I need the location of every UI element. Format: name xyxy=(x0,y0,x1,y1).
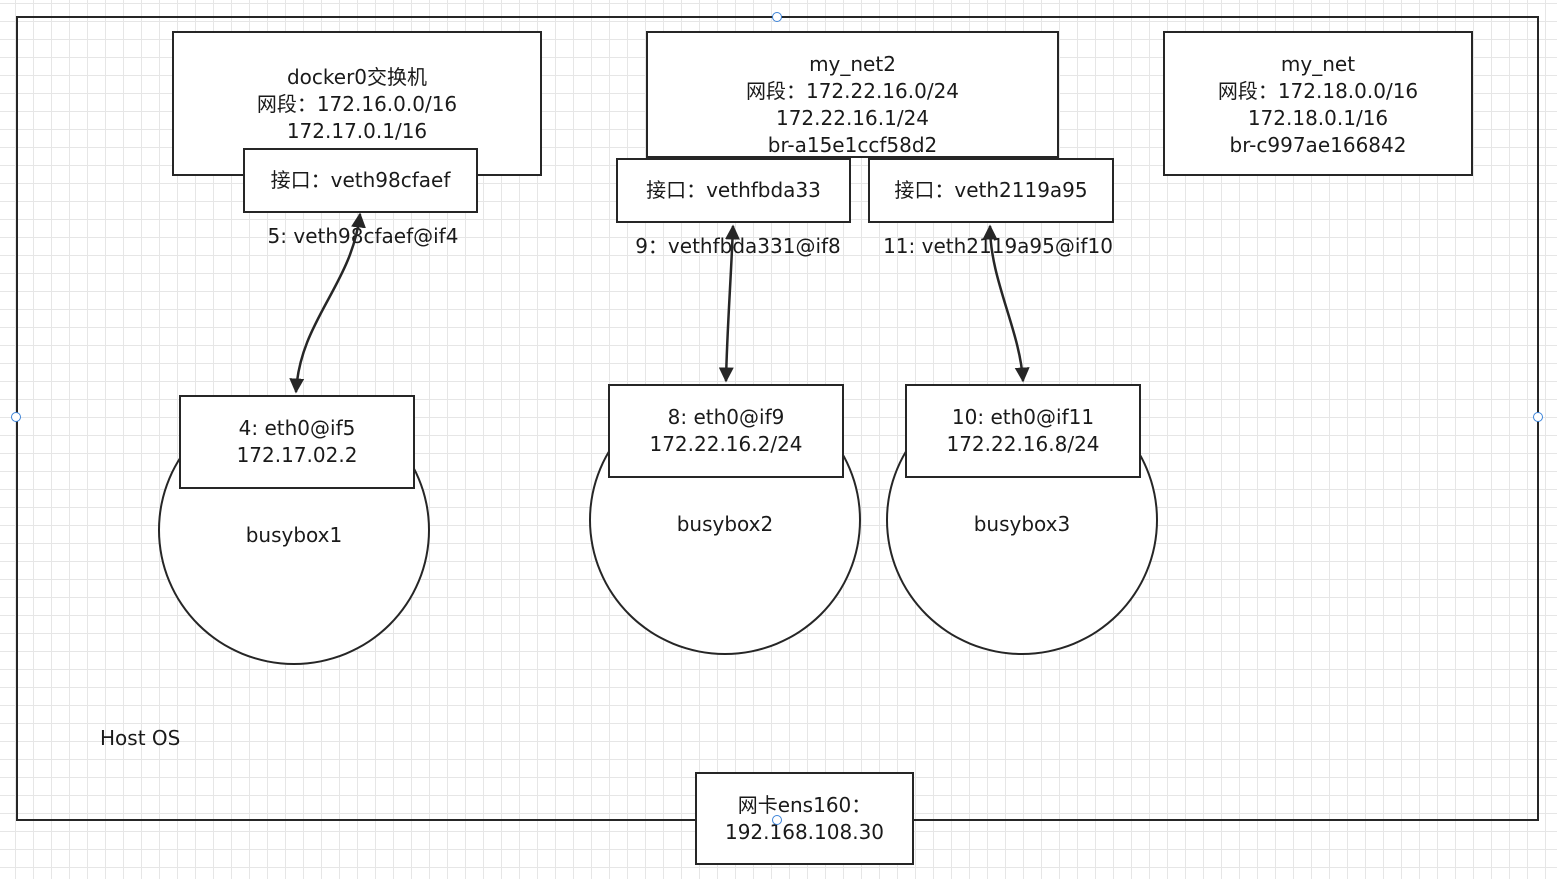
busybox3-ip: 172.22.16.8/24 xyxy=(946,432,1100,456)
my-net2-iface-a-label: 接口：vethfbda33 xyxy=(646,178,821,202)
my-net2-box[interactable]: my_net2 网段：172.22.16.0/24 172.22.16.1/24… xyxy=(646,31,1059,158)
busybox1-iface: 4: eth0@if5 xyxy=(238,416,356,440)
busybox2-name: busybox2 xyxy=(676,512,774,536)
busybox2-to-my-net2-connector[interactable] xyxy=(718,224,740,383)
docker0-iface-label: 接口：veth98cfaef xyxy=(270,168,451,192)
busybox1-eth0-box[interactable]: 4: eth0@if5 172.17.02.2 xyxy=(179,395,415,489)
my-net2-title: my_net2 xyxy=(809,52,896,76)
my-net-subnet: 网段：172.18.0.0/16 xyxy=(1217,79,1419,103)
my-net-bridge: br-c997ae166842 xyxy=(1229,133,1407,157)
my-net2-subnet: 网段：172.22.16.0/24 xyxy=(745,79,960,103)
my-net2-gateway: 172.22.16.1/24 xyxy=(775,106,930,130)
my-net2-iface-b-label: 接口：veth2119a95 xyxy=(894,178,1088,202)
busybox3-name: busybox3 xyxy=(973,512,1071,536)
host-nic-box[interactable]: 网卡ens160： 192.168.108.30 xyxy=(695,772,914,865)
busybox2-ip: 172.22.16.2/24 xyxy=(649,432,803,456)
frame-resize-handle-bottom[interactable] xyxy=(772,815,782,825)
busybox1-name: busybox1 xyxy=(245,523,343,547)
busybox2-eth0-box[interactable]: 8: eth0@if9 172.22.16.2/24 xyxy=(608,384,844,478)
busybox2-iface: 8: eth0@if9 xyxy=(667,405,785,429)
frame-resize-handle-left[interactable] xyxy=(11,412,21,422)
frame-resize-handle-right[interactable] xyxy=(1533,412,1543,422)
host-os-label: Host OS xyxy=(100,726,181,750)
host-nic-ip: 192.168.108.30 xyxy=(724,819,885,844)
busybox1-to-docker0-connector[interactable] xyxy=(289,212,366,394)
my-net2-iface-a-box[interactable]: 接口：vethfbda33 xyxy=(616,158,851,223)
frame-resize-handle-top[interactable] xyxy=(772,12,782,22)
busybox3-iface: 10: eth0@if11 xyxy=(951,405,1095,429)
docker0-subnet: 网段：172.16.0.0/16 xyxy=(256,92,458,116)
my-net2-iface-b-box[interactable]: 接口：veth2119a95 xyxy=(868,158,1114,223)
my-net-box[interactable]: my_net 网段：172.18.0.0/16 172.18.0.1/16 br… xyxy=(1163,31,1473,176)
busybox3-to-my-net2-connector[interactable] xyxy=(982,224,1030,383)
docker0-iface-box[interactable]: 接口：veth98cfaef xyxy=(243,148,478,213)
docker0-gateway: 172.17.0.1/16 xyxy=(286,119,428,143)
busybox3-eth0-box[interactable]: 10: eth0@if11 172.22.16.8/24 xyxy=(905,384,1141,478)
my-net2-bridge: br-a15e1ccf58d2 xyxy=(767,133,938,157)
my-net-gateway: 172.18.0.1/16 xyxy=(1247,106,1389,130)
busybox1-ip: 172.17.02.2 xyxy=(236,443,358,467)
my-net-title: my_net xyxy=(1280,52,1356,76)
host-nic-name: 网卡ens160： xyxy=(737,792,872,817)
docker0-title: docker0交换机 xyxy=(286,65,428,89)
